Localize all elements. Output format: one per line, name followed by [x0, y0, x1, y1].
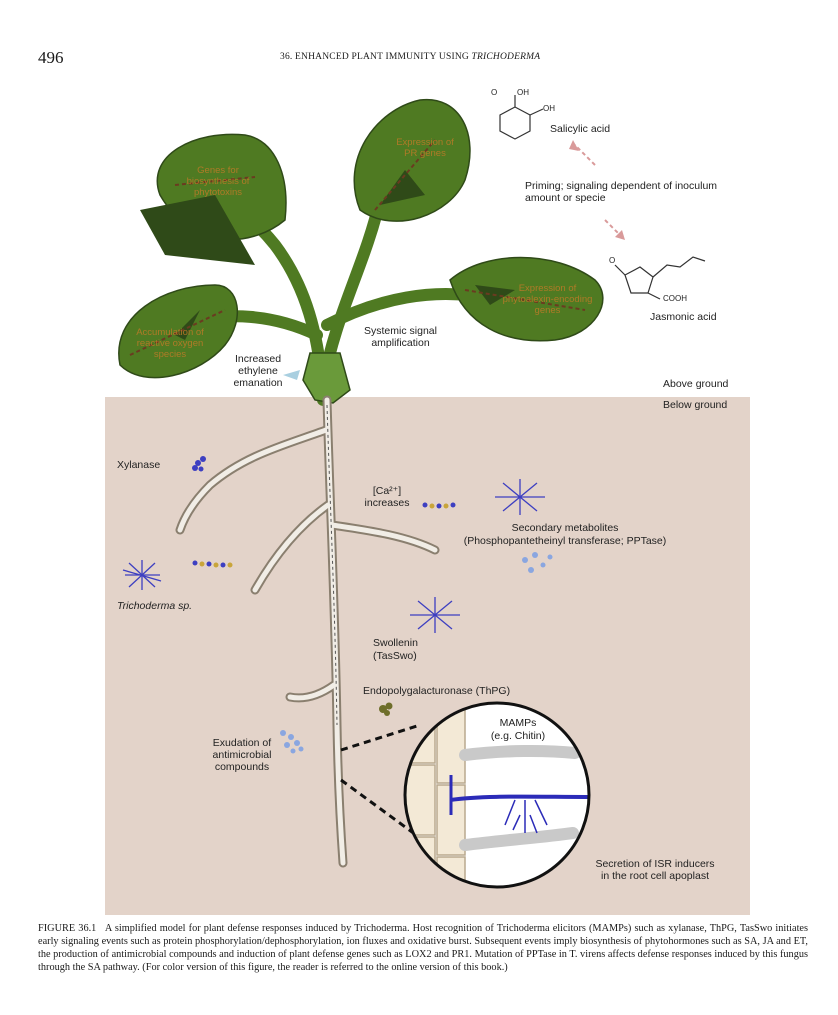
- root-signal-path: [326, 404, 338, 726]
- ja-o-label: O: [609, 256, 616, 265]
- salicylic-acid-label: Salicylic acid: [550, 123, 611, 135]
- trichoderma-colony-right: [495, 479, 545, 515]
- running-head-italic: TRICHODERMA: [471, 52, 541, 62]
- antimicrobial-dots: [280, 730, 304, 754]
- salicylic-acid-structure: [499, 95, 544, 140]
- leaf-right: [449, 256, 604, 342]
- secondary-metabolite-dots: [522, 552, 553, 573]
- xylanase-cluster: [192, 456, 206, 472]
- secondary-metabolites-label: Secondary metabolites: [511, 522, 619, 534]
- sa-o-label: O: [491, 88, 498, 97]
- trichoderma-colony-middle: [410, 597, 460, 633]
- priming-arrow-down: [604, 219, 621, 236]
- chitin-label: (e.g. Chitin): [490, 730, 546, 742]
- exudation-label: Exudation of antimicrobial compounds: [212, 737, 272, 773]
- ja-cooh-label: COOH: [663, 294, 687, 303]
- sa-oh2-label: OH: [543, 104, 555, 113]
- sa-oh-label: OH: [517, 88, 529, 97]
- priming-arrow-up: [574, 144, 596, 166]
- above-ground-label: Above ground: [663, 378, 729, 390]
- tasswo-label: (TasSwo): [373, 650, 417, 662]
- magnifier-line-top: [340, 723, 421, 752]
- ethylene-label: Increased ethylene emanation: [233, 353, 283, 389]
- hyphae-chain: [192, 502, 456, 568]
- page-number: 496: [38, 48, 64, 67]
- ethylene-arrow: [283, 370, 300, 380]
- figure-caption-label: FIGURE 36.1: [38, 923, 97, 934]
- figure-caption-text: A simplified model for plant defense res…: [38, 923, 809, 973]
- trichoderma-label: Trichoderma sp.: [117, 600, 193, 612]
- leaf-left: [118, 284, 239, 379]
- leaf-top-left: [140, 133, 287, 265]
- jasmonic-acid-label: Jasmonic acid: [650, 311, 717, 323]
- leaf-note-ros: Accumulation of reactive oxygen species: [136, 327, 204, 360]
- leaf-note-phytotoxins: Genes for biosynthesis of phytotoxins: [186, 165, 250, 198]
- priming-arrow-up-head: [569, 140, 579, 151]
- below-ground-label: Below ground: [663, 399, 728, 411]
- pptase-label: (Phosphopantetheinyl transferase; PPTase…: [463, 535, 667, 547]
- running-head-text: 36. ENHANCED PLANT IMMUNITY USING: [280, 52, 472, 62]
- thpg-label: Endopolygalacturonase (ThPG): [363, 685, 511, 697]
- figure-illustration: [105, 85, 750, 915]
- jasmonic-acid-structure: [614, 256, 706, 300]
- stem-base: [302, 352, 351, 404]
- figure-caption: FIGURE 36.1 A simplified model for plant…: [38, 922, 808, 974]
- priming-arrow-down-head: [615, 230, 625, 240]
- ca-label-line2: increases: [364, 497, 410, 509]
- running-head: 36. ENHANCED PLANT IMMUNITY USING TRICHO…: [280, 52, 540, 62]
- trichoderma-colony-left: [122, 560, 162, 590]
- inset-border: [403, 701, 591, 889]
- thpg-particle: [379, 702, 393, 716]
- mamps-label: MAMPs: [499, 717, 537, 729]
- swollenin-label: Swollenin: [373, 637, 418, 649]
- xylanase-label: Xylanase: [117, 459, 161, 471]
- leaf-note-phytoalexin: Expression of phytoalexin-encoding genes: [502, 283, 593, 316]
- ca-label: [Ca²⁺]increases: [357, 485, 417, 509]
- secretion-label: Secretion of ISR inducers in the root ce…: [595, 858, 715, 882]
- ca-label-line1: [Ca²⁺]: [372, 485, 402, 497]
- leaf-top-right: [353, 98, 471, 222]
- priming-label: Priming; signaling dependent of inoculum…: [525, 180, 718, 204]
- systemic-signal-label: Systemic signal amplification: [364, 325, 437, 349]
- leaf-note-pr-genes: Expression of PR genes: [396, 137, 454, 159]
- figure-36-1: O OH OH Salicylic acid O COOH Jasmonic a…: [105, 85, 750, 915]
